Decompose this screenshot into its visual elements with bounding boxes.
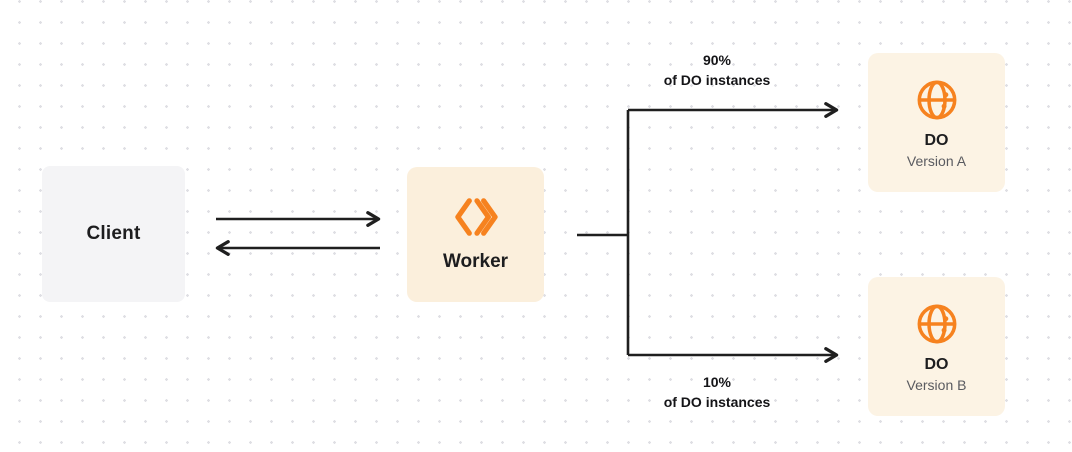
workers-chevrons-icon: [454, 198, 498, 236]
worker-node: Worker: [407, 167, 544, 302]
do-version-b-title: DO: [924, 355, 949, 373]
branch-top-caption: of DO instances: [663, 72, 771, 88]
globe-icon: [917, 80, 956, 119]
do-version-a-node: DO Version A: [868, 53, 1005, 192]
client-node: Client: [42, 166, 185, 302]
branch-bottom-percent: 10%: [702, 374, 732, 390]
do-version-b-node: DO Version B: [868, 277, 1005, 416]
do-version-a-subtitle: Version A: [906, 152, 967, 169]
worker-label: Worker: [442, 251, 509, 272]
do-version-a-title: DO: [924, 131, 949, 149]
client-label: Client: [86, 223, 141, 244]
globe-icon: [917, 304, 956, 343]
branch-top-percent: 90%: [702, 52, 732, 68]
branch-top-label: 90% of DO instances: [629, 50, 805, 90]
do-version-b-subtitle: Version B: [906, 376, 967, 393]
branch-bottom-label: 10% of DO instances: [629, 372, 805, 412]
branch-bottom-caption: of DO instances: [663, 394, 771, 410]
